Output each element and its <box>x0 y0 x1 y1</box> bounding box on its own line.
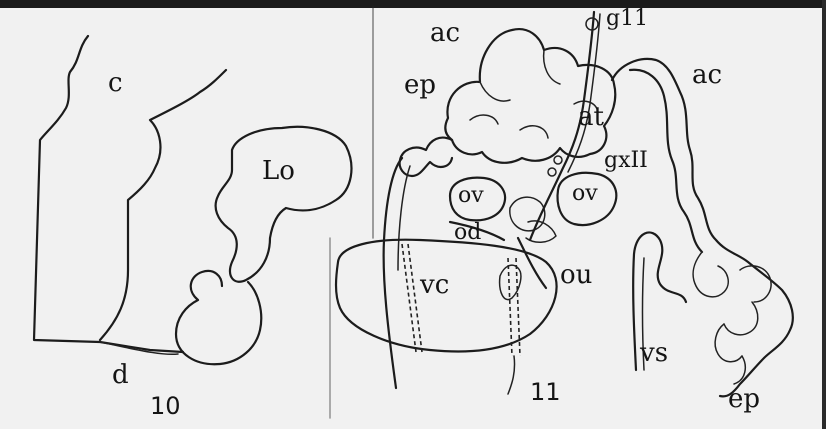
oviduct-ou <box>518 238 546 288</box>
label-lo: Lo <box>262 158 295 184</box>
label-vs: vs <box>640 340 668 366</box>
figure-number-10: 10 <box>150 394 181 418</box>
label-ou: ou <box>560 262 592 288</box>
left-vas-tube <box>384 158 402 388</box>
label-g11: g11 <box>606 8 648 30</box>
label-ov-left: ov <box>458 185 484 207</box>
label-d: d <box>112 362 129 388</box>
label-ov-right: ov <box>572 183 598 205</box>
figure-number-11: 11 <box>530 380 561 404</box>
panel-divider <box>330 6 373 418</box>
label-ep-left: ep <box>404 72 436 98</box>
body-c-inner <box>100 70 226 340</box>
lobe-lo <box>216 127 352 282</box>
label-ep-bottom: ep <box>728 386 760 412</box>
figure-10-drawing <box>34 36 351 364</box>
lobe-lower <box>176 271 261 364</box>
label-ac-right: ac <box>692 62 722 88</box>
label-gxii: gxII <box>604 150 648 172</box>
label-at: at <box>578 104 604 130</box>
label-vc: vc <box>420 272 449 298</box>
ovary-middle <box>510 197 545 231</box>
label-c: c <box>108 70 123 96</box>
epididymis-left <box>400 138 452 176</box>
label-od: od <box>454 222 481 244</box>
label-ac-top: ac <box>430 20 460 46</box>
